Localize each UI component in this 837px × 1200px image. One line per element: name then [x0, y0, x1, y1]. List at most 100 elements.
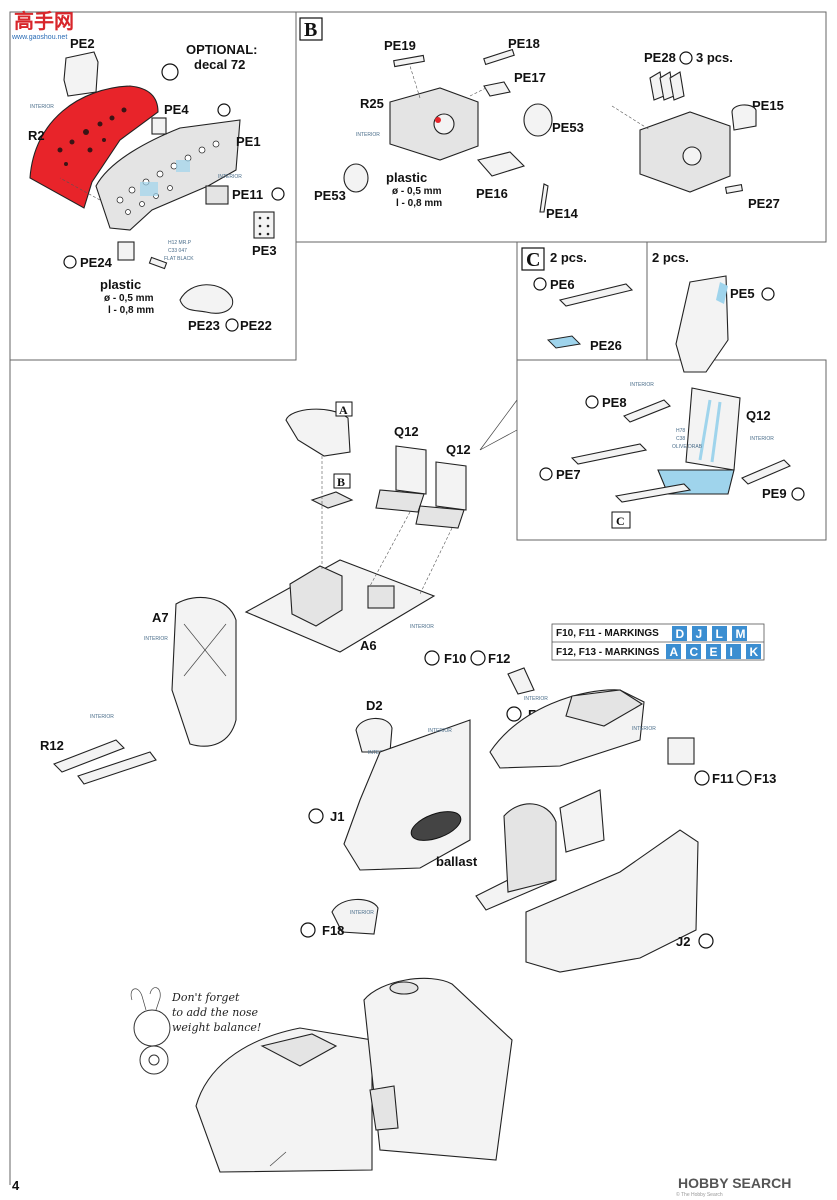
pe15-part — [731, 104, 757, 131]
arrow-icon-2 — [271, 187, 285, 201]
pe53-right — [523, 103, 553, 137]
markings-row2-label: F12, F13 - MARKINGS — [556, 647, 660, 658]
star-icon-6 — [698, 933, 714, 949]
marking-code: A — [670, 645, 679, 659]
label-pe8: PE8 — [602, 395, 627, 410]
ballast-weight — [410, 811, 462, 841]
arrow-icon-8 — [539, 467, 553, 481]
markings-row1-label: F10, F11 - MARKINGS — [556, 628, 659, 639]
box-b-small: B — [337, 475, 345, 489]
label-j2: J2 — [676, 934, 690, 949]
plastic-length: l - 0,8 mm — [108, 305, 154, 316]
pe26-part — [546, 335, 582, 349]
hobby-search-logo: HOBBY SEARCH © The Hobby Search — [676, 1175, 791, 1198]
pe53-left — [343, 163, 369, 193]
pe5-harness — [675, 275, 729, 373]
paint-olive-code1: H78 — [676, 428, 685, 434]
paint-interior-6: INTERIOR — [410, 624, 434, 630]
label-pe26: PE26 — [590, 338, 622, 353]
arrow-icon-3 — [679, 51, 693, 65]
seat-q12-a — [395, 445, 427, 495]
label-q12-b: Q12 — [446, 442, 471, 457]
label-f12: F12 — [488, 651, 510, 666]
label-pe6: PE6 — [550, 277, 575, 292]
label-pe53-left: PE53 — [314, 188, 346, 203]
pe27-part — [724, 184, 744, 194]
label-j1: J1 — [330, 809, 344, 824]
arrow-icon-4 — [533, 277, 547, 291]
a7-part — [171, 596, 237, 747]
marking-box — [706, 644, 721, 659]
label-pe16: PE16 — [476, 186, 508, 201]
label-pe9: PE9 — [762, 486, 787, 501]
marking-code: C — [690, 645, 699, 659]
note-line1: Don't forget — [171, 991, 240, 1004]
label-pe17: PE17 — [514, 70, 546, 85]
marking-code: M — [736, 627, 746, 641]
ballast-label: ballast — [436, 854, 478, 869]
marking-code: D — [676, 627, 685, 641]
label-q12-a: Q12 — [394, 424, 419, 439]
fuselage-left-half: D2 INTERIOR ballast INTERIOR J1 INTERIOR… — [300, 698, 478, 938]
marking-box — [726, 644, 741, 659]
watermark-brand: 高手网 — [14, 9, 74, 33]
paint-code-1: H12 MR.P — [168, 240, 192, 246]
r12-part-a — [53, 739, 125, 773]
watermark-site: www.gaoshou.net — [11, 34, 67, 41]
pe8-part — [623, 399, 671, 423]
label-3pcs: 3 pcs. — [696, 50, 733, 65]
label-pe3: PE3 — [252, 243, 277, 258]
pe14-part — [539, 183, 549, 213]
label-pe53-right: PE53 — [552, 120, 584, 135]
plastic-diameter-b: ø - 0,5 mm — [392, 186, 442, 197]
f10-window — [507, 667, 535, 695]
label-pe19: PE19 — [384, 38, 416, 53]
plastic-length-b: l - 0,8 mm — [396, 198, 442, 209]
pe28-parts — [649, 71, 685, 101]
paint-olive-drab: OLIVE DRAB — [672, 444, 703, 450]
c-rail — [614, 483, 692, 503]
label-pe24: PE24 — [80, 255, 113, 270]
plastic-title: plastic — [100, 277, 141, 292]
label-pe22: PE22 — [240, 318, 272, 333]
watermark: 高手网 www.gaoshou.net — [11, 9, 74, 41]
marking-code: I — [730, 645, 733, 659]
label-pe7: PE7 — [556, 467, 581, 482]
pe16-part — [476, 151, 526, 177]
label-a6: A6 — [360, 638, 377, 653]
hobby-search-text: HOBBY SEARCH — [678, 1175, 791, 1191]
pe6-rail — [558, 283, 634, 307]
label-a7: A7 — [152, 610, 169, 625]
nose-rear — [363, 977, 513, 1161]
hobby-search-copyright: © The Hobby Search — [676, 1191, 723, 1198]
fuselage-right-half: J2 — [475, 789, 714, 973]
marking-box — [732, 626, 747, 641]
plastic-title-b: plastic — [386, 170, 427, 185]
note-line2: to add the nose — [172, 1006, 259, 1019]
paint-code-2: C33 047 — [168, 248, 187, 254]
label-pe23: PE23 — [188, 318, 220, 333]
box-c — [521, 247, 545, 271]
paint-interior-4: INTERIOR — [630, 382, 654, 388]
marking-box — [666, 644, 681, 659]
label-f11: F11 — [712, 771, 734, 786]
marking-code: L — [716, 627, 723, 641]
pe3-part — [253, 211, 275, 239]
label-pe5: PE5 — [730, 286, 755, 301]
paint-interior-8: INTERIOR — [90, 714, 114, 720]
flip-icon-2 — [225, 318, 239, 332]
label-f18: F18 — [322, 923, 344, 938]
box-c-letter: C — [526, 249, 540, 271]
j2-part — [525, 829, 699, 973]
canopy-assembly: F10 F12 INTERIOR F3 INTERIOR F11 F13 — [424, 650, 776, 786]
label-q12-seat: Q12 — [746, 408, 771, 423]
label-pe28: PE28 — [644, 50, 676, 65]
pe18-part — [483, 48, 515, 66]
paint-interior-10: INTERIOR — [632, 726, 656, 732]
question-icon — [470, 650, 486, 666]
sub-b-part — [310, 491, 354, 509]
note-line3: weight balance! — [172, 1021, 261, 1034]
rabbit-mascot: Don't forget to add the nose weight bala… — [130, 987, 261, 1075]
